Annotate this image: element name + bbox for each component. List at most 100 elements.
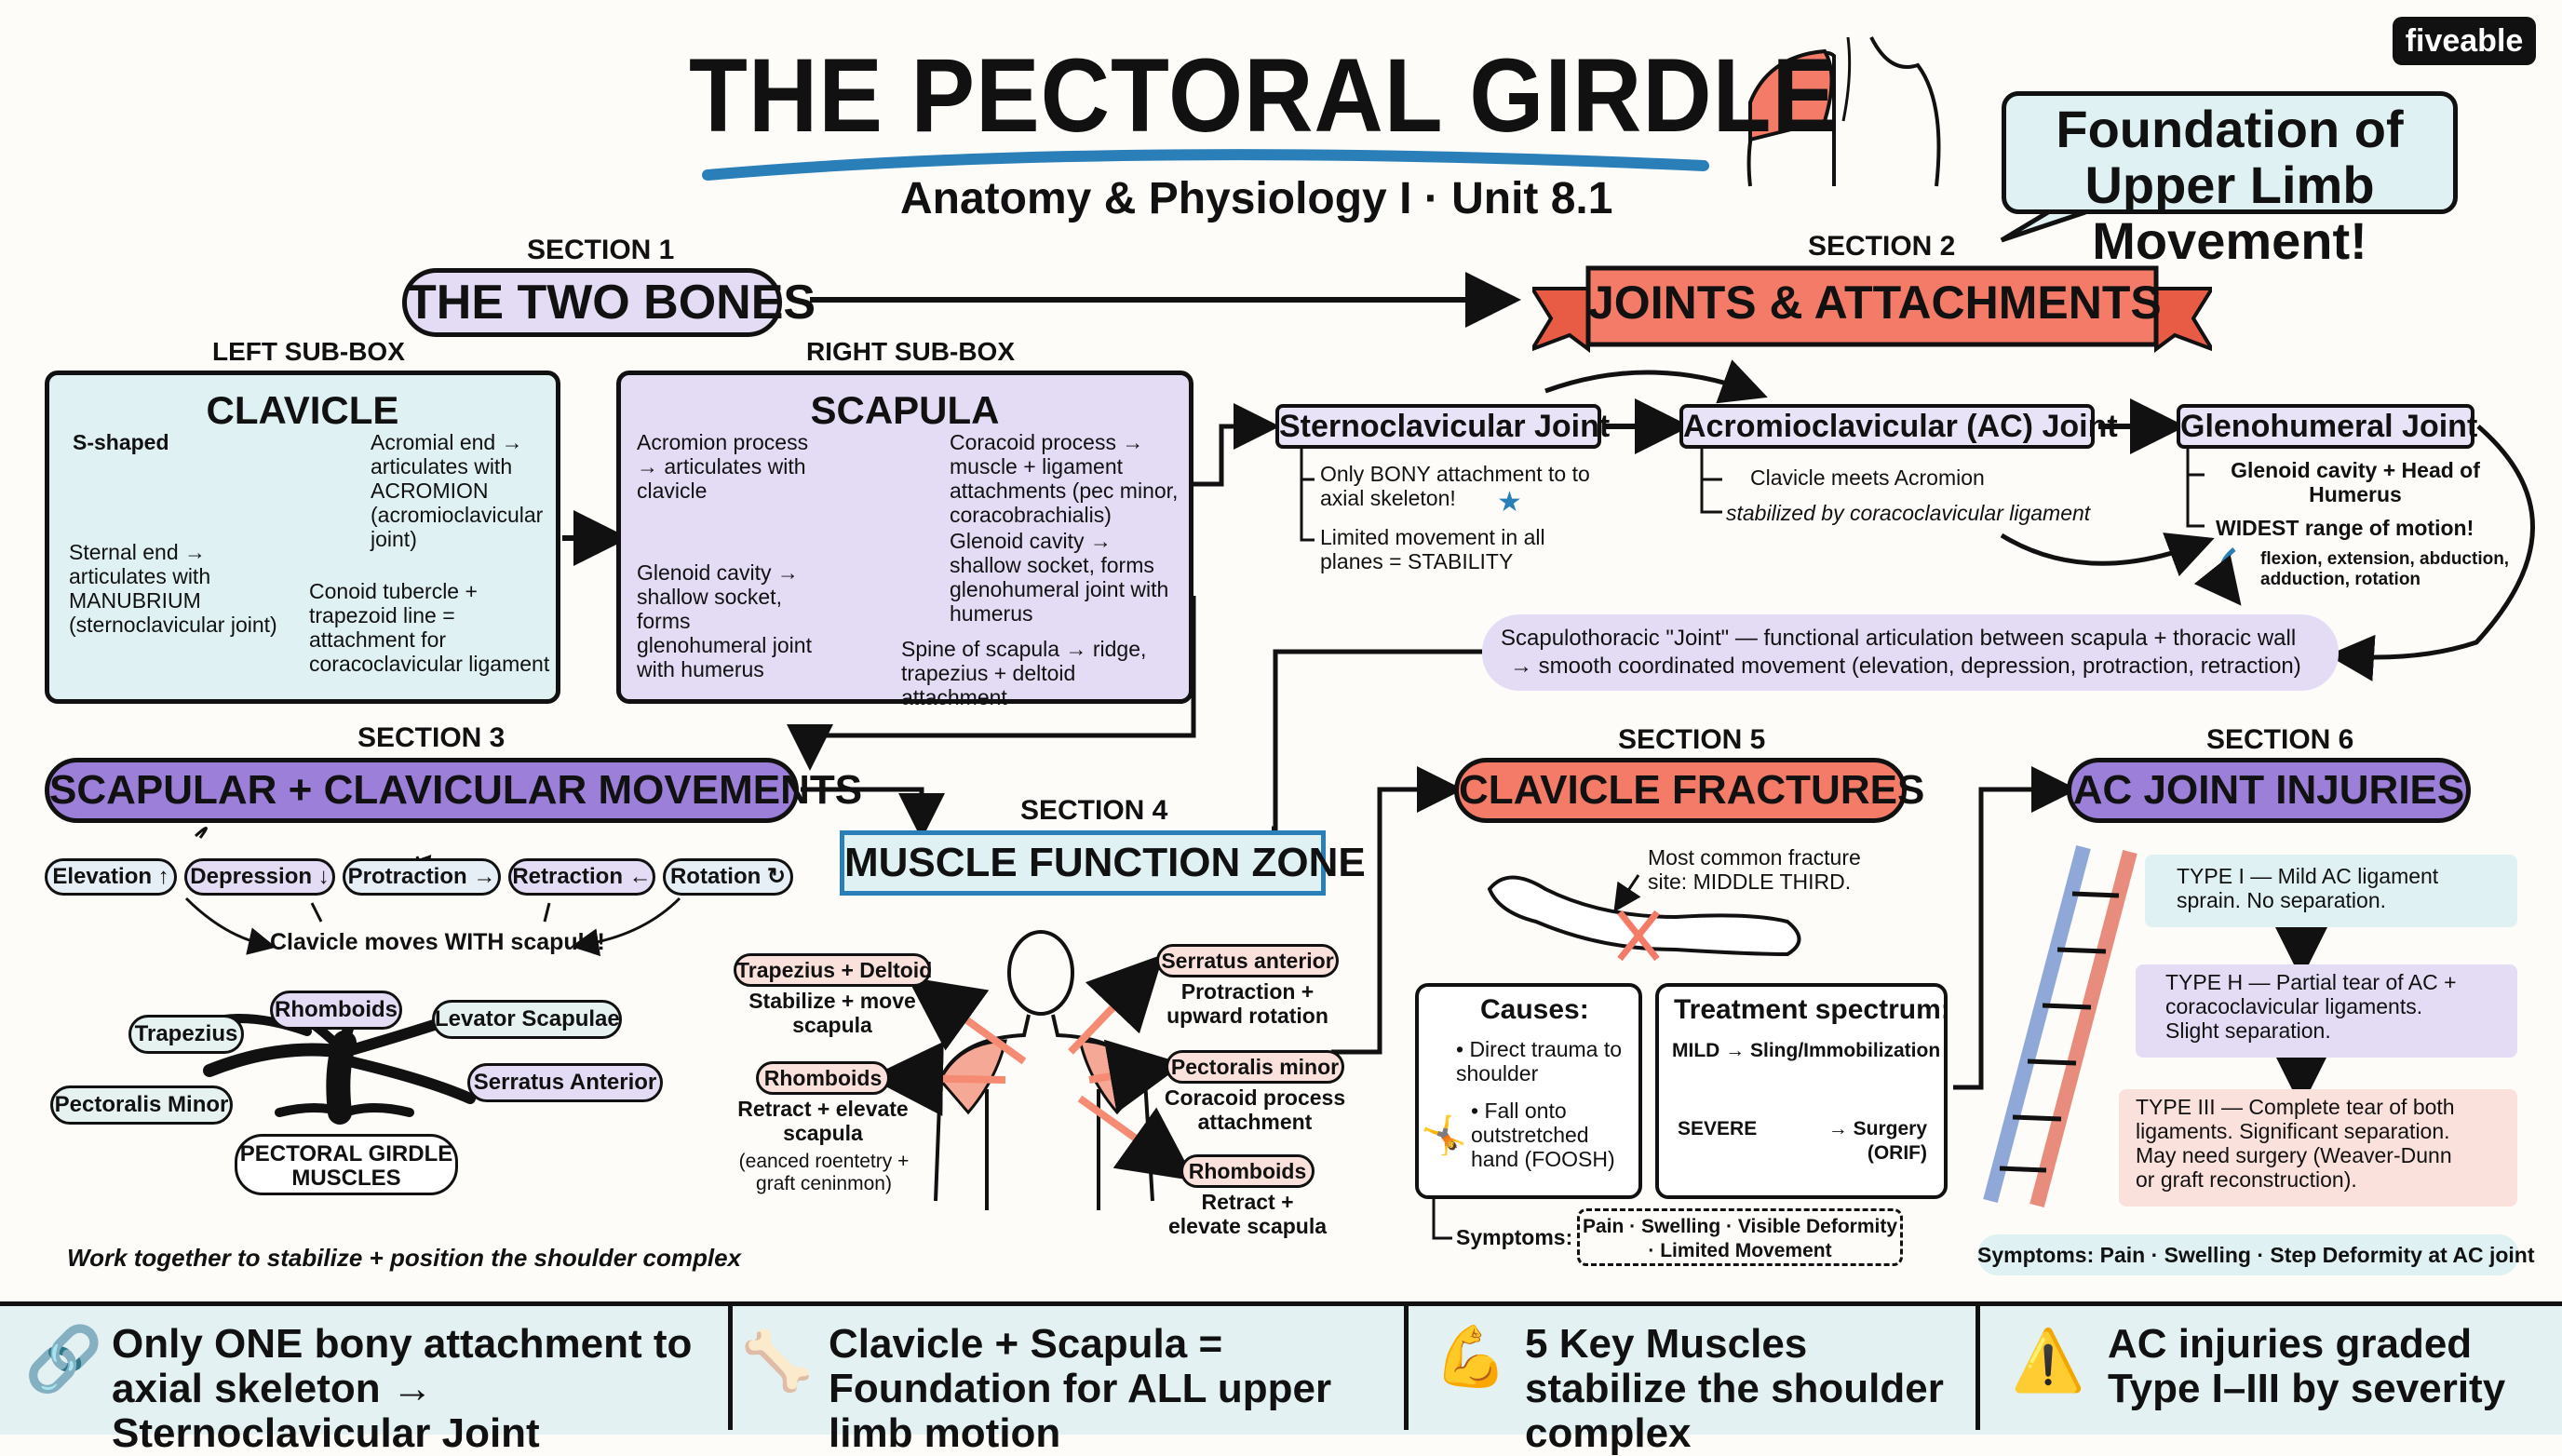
right-subbox-label: RIGHT SUB-BOX [806, 337, 1015, 366]
muscle-rhomboids-left: Rhomboids [756, 1061, 890, 1095]
section2-title: JOINTS & ATTACHMENTS [1588, 276, 2162, 329]
clavicle-conoid-tubercle: Conoid tubercle + trapezoid line = attac… [309, 579, 550, 676]
tree-serratus-anterior: Serratus Anterior [467, 1063, 663, 1102]
causes-box [1415, 983, 1642, 1199]
cause-2: • Fall onto outstretched hand (FOOSH) [1471, 1099, 1615, 1171]
footer-divider [1404, 1303, 1409, 1430]
sc-note-2: Limited movement in all planes = STABILI… [1320, 525, 1545, 573]
type2-box [2136, 964, 2517, 1058]
flexed-arm-icon: 💪 [1434, 1323, 1508, 1390]
footer-item-2: Clavicle + Scapula = Foundation for ALL … [829, 1321, 1332, 1456]
footer-item-3: 5 Key Muscles stabilize the shoulder com… [1525, 1321, 1944, 1456]
scapula-box: SCAPULA [616, 371, 1193, 704]
scapula-acromion: Acromion process → articulates with clav… [637, 430, 809, 503]
serratus-desc: Protraction + upward rotation [1166, 979, 1328, 1028]
movement-protraction: Protraction → [343, 858, 501, 896]
trapezius-desc: Stabilize + move scapula [748, 989, 916, 1037]
scapula-coracoid: Coracoid process → muscle + ligament att… [950, 430, 1179, 527]
clavicle-moves-note: Clavicle moves WITH scapula! [270, 929, 605, 955]
gh-note-2: WIDEST range of motion! [2216, 516, 2474, 540]
scapulothoracic-line-1: Scapulothoracic "Joint" — functional art… [1501, 626, 2297, 651]
muscle-arrows [869, 953, 1196, 1181]
treatment-box [1655, 983, 1948, 1199]
cause-1: • Direct trauma to shoulder [1456, 1037, 1623, 1085]
fracture-site: Most common fracture site: MIDDLE THIRD. [1648, 845, 1861, 894]
movement-rotation: Rotation ↻ [663, 858, 793, 896]
section6-label: SECTION 6 [2206, 724, 2354, 755]
movement-retraction: Retraction ← [508, 858, 655, 896]
fall-icon: 🤸 [1421, 1115, 1467, 1156]
tree-root: PECTORAL GIRDLE MUSCLES [235, 1134, 458, 1195]
type3-box [2119, 1089, 2517, 1207]
scapulothoracic-box [1482, 614, 2339, 691]
footer-bar [0, 1301, 2562, 1435]
treatment-title: Treatment spectrum: [1674, 994, 1950, 1025]
treatment-severe: SEVERE [1678, 1118, 1758, 1139]
symptoms-label: Symptoms: [1456, 1225, 1573, 1249]
brand-logo: fiveable [2393, 17, 2536, 65]
glenohumeral-joint: Glenohumeral Joint [2177, 404, 2477, 449]
ladder-icon [1983, 844, 2137, 1208]
left-subbox-label: LEFT SUB-BOX [212, 337, 405, 366]
page-title: THE PECTORAL GIRDLE [689, 37, 1838, 154]
gh-note-1: Glenoid cavity + Head of Humerus [2231, 458, 2480, 506]
clavicle-sternal-end: Sternal end → articulates with MANUBRIUM… [69, 540, 277, 637]
clavicle-acromial-end: Acromial end → articulates with ACROMION… [371, 430, 544, 551]
section2-banner-shape [1532, 265, 2212, 353]
section5-label: SECTION 5 [1618, 724, 1766, 755]
warning-icon: ⚠️ [2011, 1327, 2085, 1394]
section4-title: MUSCLE FUNCTION ZONE [840, 830, 1366, 896]
star-icon: ★ [1497, 487, 1522, 518]
callout-bubble: Foundation of Upper Limb Movement! [2002, 91, 2458, 269]
type1-box [2145, 855, 2517, 927]
bone-icon: 🦴 [741, 1329, 814, 1394]
section2-label: SECTION 2 [1808, 231, 1956, 262]
clavicle-box: CLAVICLE [45, 371, 560, 704]
footer-item-1: Only ONE bony attachment to axial skelet… [112, 1321, 693, 1456]
page-subtitle: Anatomy & Physiology I · Unit 8.1 [900, 174, 1613, 223]
link-icon: 🔗 [24, 1324, 103, 1395]
torso-icon [1746, 36, 1941, 187]
muscle-pectoralis-minor: Pectoralis minor [1166, 1050, 1344, 1084]
tree-rhomboids: Rhomboids [270, 991, 402, 1030]
scapula-spine: Spine of scapula → ridge, trapezius + de… [901, 637, 1147, 709]
rhomboids-right-desc: Retract + elevate scapula [1167, 1190, 1328, 1238]
section1-title: THE TWO BONES [402, 268, 816, 337]
tree-pectoralis-minor: Pectoralis Minor [50, 1085, 233, 1125]
clavicle-s-shaped: S-shaped [73, 430, 169, 454]
section3-label: SECTION 3 [357, 722, 506, 753]
rhomboids-left-note: (eanced roentetry + graft ceninmon) [738, 1151, 910, 1194]
footer-divider [1975, 1303, 1980, 1430]
footer-item-4: AC injuries graded Type I–III by severit… [2108, 1321, 2506, 1411]
muscle-serratus-anterior: Serratus anterior [1156, 944, 1339, 977]
muscle-trapezius-deltoid: Trapezius + Deltoid [734, 953, 932, 987]
ac-note-1: Clavicle meets Acromion [1750, 465, 1985, 490]
causes-title: Causes: [1480, 994, 1589, 1025]
scapula-glenoid-left: Glenoid cavity → shallow socket, forms g… [637, 560, 812, 681]
gh-note-3: flexion, extension, abduction, adduction… [2260, 549, 2510, 589]
ac-symptoms: Symptoms: Pain · Swelling · Step Deformi… [1977, 1234, 2534, 1275]
section5-title: CLAVICLE FRACTURES [1454, 758, 1924, 823]
ac-joint: Acromioclavicular (AC) Joint [1679, 404, 2118, 449]
scapulothoracic-line-2: → smooth coordinated movement (elevation… [1510, 654, 2301, 679]
ac-type-1: TYPE I — Mild AC ligament sprain. No sep… [2177, 864, 2439, 912]
fracture-symptoms: Pain · Swelling · Visible Deformity · Li… [1577, 1208, 1903, 1266]
fractured-clavicle [1487, 875, 1801, 957]
sternoclavicular-joint: Sternoclavicular Joint [1275, 404, 1610, 449]
section6-title: AC JOINT INJURIES [2067, 758, 2471, 823]
pectoralis-desc: Coracoid process attachment [1164, 1085, 1346, 1134]
movement-depression: Depression ↓ [184, 858, 335, 896]
clavicle-title: CLAVICLE [206, 388, 399, 432]
scapula-glenoid-right: Glenoid cavity → shallow socket, forms g… [950, 529, 1169, 626]
tree-levator-scapulae: Levator Scapulae [432, 1000, 622, 1039]
section3-title: SCAPULAR + CLAVICULAR MOVEMENTS [45, 758, 862, 823]
ac-note-2: stabilized by coracoclavicular ligament [1726, 501, 2091, 525]
treatment-mild: MILD → Sling/Immobilization [1672, 1040, 1941, 1061]
rhomboids-left-desc: Retract + elevate scapula [737, 1097, 909, 1145]
footer-divider [728, 1303, 733, 1430]
ac-type-3: TYPE III — Complete tear of both ligamen… [2136, 1095, 2455, 1192]
movement-elevation: Elevation ↑ [45, 858, 177, 896]
ac-type-2: TYPE H — Partial tear of AC + coracoclav… [2165, 970, 2457, 1043]
section1-label: SECTION 1 [527, 235, 675, 265]
